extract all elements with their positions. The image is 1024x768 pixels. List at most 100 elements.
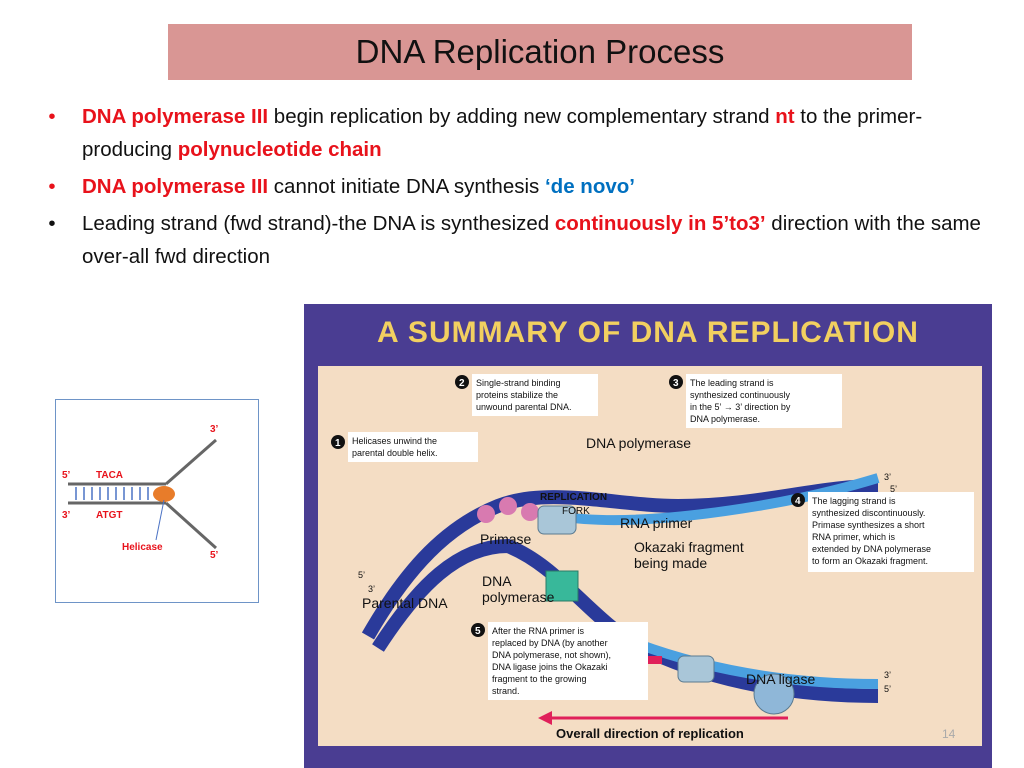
end-label: 3’ xyxy=(884,670,891,680)
figure-title: A SUMMARY OF DNA REPLICATION xyxy=(377,316,919,349)
label-dna-ligase: DNA ligase xyxy=(746,671,815,687)
step3-line: DNA polymerase. xyxy=(690,414,760,424)
bullet-emphasis-blue: ‘de novo’ xyxy=(544,175,635,198)
bullet-text: direction with the same over-all fwd dir… xyxy=(82,212,981,268)
step1-line: parental double helix. xyxy=(352,448,438,458)
end-label: 3’ xyxy=(884,472,891,482)
step-number: 1 xyxy=(335,438,341,449)
bullet-text: begin replication by adding new compleme… xyxy=(268,105,776,128)
step4-line: Primase synthesizes a short xyxy=(812,520,925,530)
callout-box xyxy=(348,432,478,462)
sequence-bottom: ATGT xyxy=(96,510,122,521)
label-overall-direction: Overall direction of replication xyxy=(556,726,744,741)
step4-line: synthesized discontinuously. xyxy=(812,508,925,518)
title-bar: DNA Replication Process xyxy=(168,24,912,80)
bullet-text: to the primer-producing xyxy=(82,105,923,161)
callout-box xyxy=(472,374,598,416)
step3-line: in the 5’ → 3’ direction by xyxy=(690,402,791,412)
step-number: 3 xyxy=(673,378,679,389)
rna-primer-mark xyxy=(648,656,662,664)
dna-polymerase-lower xyxy=(677,655,715,683)
bullet-emphasis: nt xyxy=(775,105,795,128)
end-label: 3’ xyxy=(62,510,71,521)
bullet-item: • Leading strand (fwd strand)-the DNA is… xyxy=(40,207,1000,273)
bullet-list: • DNA polymerase III begin replication b… xyxy=(40,100,1000,277)
end-label: 5’ xyxy=(62,470,71,481)
step4-line: RNA primer, which is xyxy=(812,532,896,542)
label-primase: Primase xyxy=(480,531,532,547)
helicase-enzyme xyxy=(153,486,175,502)
bullet-emphasis: DNA polymerase III xyxy=(82,105,269,128)
label-okazaki: Okazaki fragment xyxy=(634,539,744,555)
direction-arrow-head xyxy=(538,711,552,725)
callout-box xyxy=(488,622,648,700)
label-polymerase: polymerase xyxy=(482,589,555,605)
primase-enzyme xyxy=(545,570,579,602)
step-number: 5 xyxy=(475,626,481,637)
end-label: 5’ xyxy=(210,550,219,561)
label-parental-dna: Parental DNA xyxy=(362,595,448,611)
ssb-protein xyxy=(477,505,495,523)
bullet-dot: • xyxy=(48,105,56,128)
figure-panel: 1 2 3 4 5 Helicases unwind the parental … xyxy=(318,366,982,746)
label-okazaki: being made xyxy=(634,555,707,571)
helicase-label: Helicase xyxy=(122,542,163,553)
step-badge xyxy=(669,375,683,389)
step-number: 2 xyxy=(459,378,465,389)
bullet-item: • DNA polymerase III begin replication b… xyxy=(40,100,1000,166)
bullet-dot: • xyxy=(48,175,56,198)
helicase-pointer xyxy=(155,499,165,541)
step3-line: synthesized continuously xyxy=(690,390,791,400)
bullet-emphasis: continuously in 5’to3’ xyxy=(554,212,766,235)
dna-ligase-enzyme xyxy=(753,673,795,715)
step-badge xyxy=(331,435,345,449)
step3-line: The leading strand is xyxy=(690,378,774,388)
sequence-top: TACA xyxy=(96,470,123,481)
label-rna-primer: RNA primer xyxy=(620,515,693,531)
label-replication: REPLICATION xyxy=(540,492,607,503)
bullet-text: cannot initiate DNA synthesis xyxy=(268,175,545,198)
replication-svg: 1 2 3 4 5 Helicases unwind the parental … xyxy=(331,374,974,741)
label-dna-polymerase: DNA polymerase xyxy=(586,435,691,451)
bullet-text: Leading strand (fwd strand)-the DNA is s… xyxy=(82,212,555,235)
bullet-emphasis: polynucleotide chain xyxy=(177,138,382,161)
step2-line: unwound parental DNA. xyxy=(476,402,572,412)
replication-summary-figure: A SUMMARY OF DNA REPLICATION 1 xyxy=(304,304,992,768)
bullet-item: • DNA polymerase III cannot initiate DNA… xyxy=(40,170,1000,203)
end-label: 3’ xyxy=(368,584,375,594)
step2-line: proteins stabilize the xyxy=(476,390,558,400)
step-number: 4 xyxy=(795,496,801,507)
step-badge xyxy=(471,623,485,637)
fork-lower-arm xyxy=(164,501,218,550)
step5-line: DNA polymerase, not shown), xyxy=(492,650,611,660)
bullet-dot: • xyxy=(48,212,56,235)
end-label: 5’ xyxy=(884,684,891,694)
end-label: 3’ xyxy=(210,424,219,435)
helicase-fork-diagram: 3’ 5’ TACA 3’ ATGT Helicase 5’ xyxy=(55,399,259,603)
step-badge xyxy=(791,493,805,507)
step4-line: The lagging strand is xyxy=(812,496,896,506)
step5-line: After the RNA primer is xyxy=(492,626,585,636)
label-fork: FORK xyxy=(562,506,590,517)
end-label: 5’ xyxy=(890,484,897,494)
step-badge xyxy=(455,375,469,389)
lagging-strand xyxy=(636,639,879,689)
ssb-protein xyxy=(499,497,517,515)
ssb-protein xyxy=(521,503,539,521)
step1-line: Helicases unwind the xyxy=(352,436,437,446)
callout-box xyxy=(808,492,974,572)
step4-line: extended by DNA polymerase xyxy=(812,544,931,554)
end-label: 5’ xyxy=(358,570,365,580)
step5-line: fragment to the growing xyxy=(492,674,587,684)
callout-box xyxy=(686,374,842,428)
leading-strand xyxy=(557,473,880,526)
step2-line: Single-strand binding xyxy=(476,378,561,388)
step4-line: to form an Okazaki fragment. xyxy=(812,556,928,566)
slide-number: 14 xyxy=(942,727,956,741)
helicase-fork-svg: 3’ 5’ TACA 3’ ATGT Helicase 5’ xyxy=(62,424,219,561)
fork-upper-arm xyxy=(165,438,217,486)
step5-line: replaced by DNA (by another xyxy=(492,638,608,648)
parental-strand-lower xyxy=(372,538,879,703)
bullet-emphasis: DNA polymerase III xyxy=(82,175,269,198)
dna-polymerase-top xyxy=(537,505,577,535)
